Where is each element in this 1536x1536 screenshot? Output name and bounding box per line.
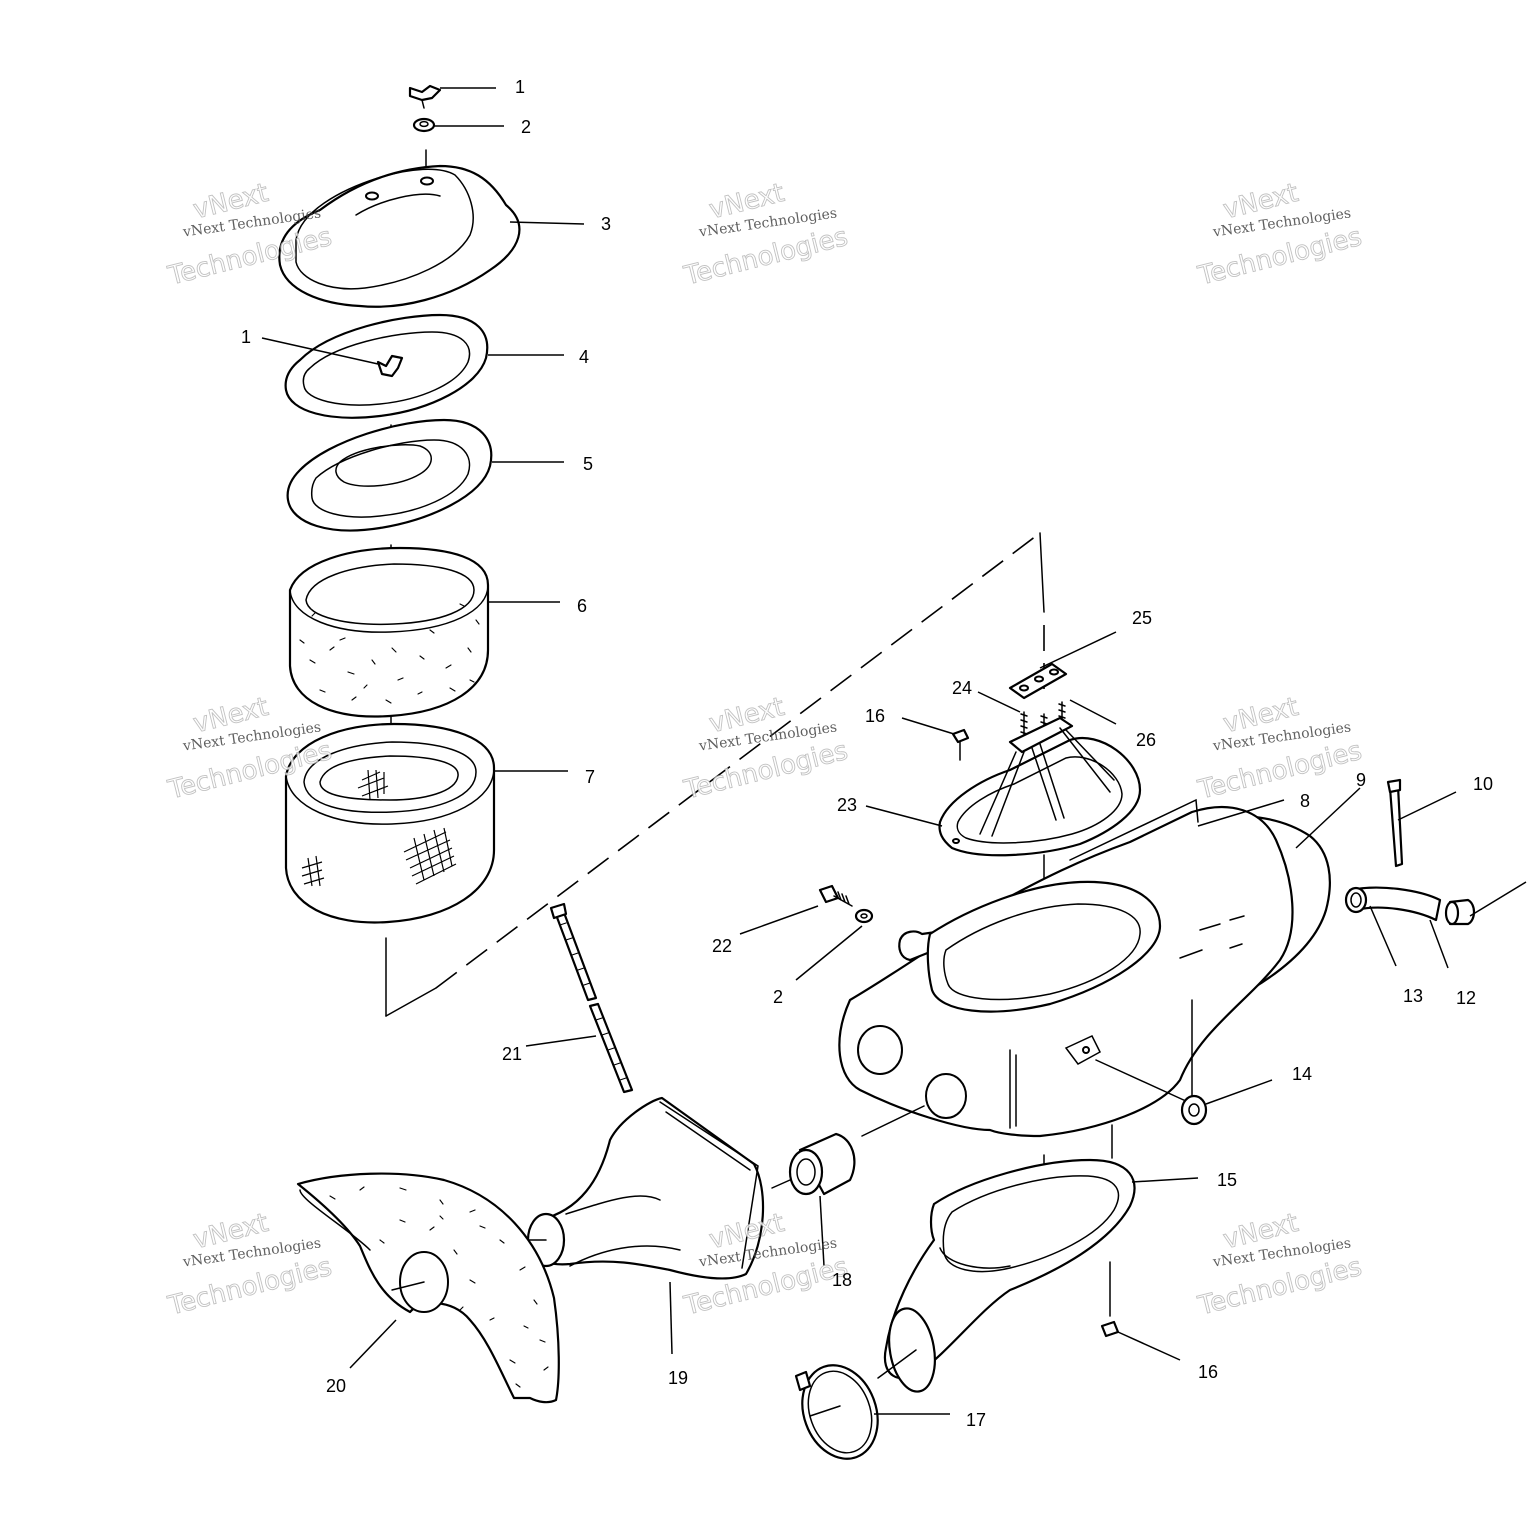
bracket-plate [1008, 662, 1068, 700]
bolt [818, 884, 853, 907]
callout-22: 22 [712, 936, 732, 956]
callout-23: 23 [837, 795, 857, 815]
callout-20: 20 [326, 1376, 346, 1396]
callout-18: 18 [832, 1270, 852, 1290]
callout-4: 4 [579, 347, 589, 367]
studs [1020, 701, 1066, 739]
strap-small [1386, 778, 1404, 868]
screw-upper [951, 728, 970, 761]
wing-nut-top [408, 84, 442, 109]
watermark: vNext Technologies vNext Technologies [1194, 692, 1365, 807]
callout-24: 24 [952, 678, 972, 698]
watermark: vNext Technologies vNext Technologies [1194, 1208, 1365, 1323]
deflector-foam-texture [329, 1186, 549, 1388]
air-box-top-grille [938, 716, 1142, 857]
callout-2-middle: 2 [773, 987, 783, 1007]
intake-coupler [771, 1105, 925, 1196]
callout-7: 7 [585, 767, 595, 787]
callout-25: 25 [1132, 608, 1152, 628]
hose-clamp [794, 1364, 879, 1460]
watermark: vNext Technologies vNext Technologies [680, 692, 851, 807]
callout-26: 26 [1136, 730, 1156, 750]
callout-1: 1 [515, 77, 525, 97]
lower-duct [877, 1158, 1136, 1393]
grommet [1180, 1094, 1208, 1126]
air-filter-element [284, 722, 496, 924]
callout-6: 6 [577, 596, 587, 616]
hose-plug [1444, 898, 1476, 926]
watermark: vNext Technologies vNext Technologies [680, 178, 851, 293]
leader-lines [261, 87, 1527, 1415]
callout-1-middle: 1 [241, 327, 251, 347]
callout-16-upper: 16 [865, 706, 885, 726]
callout-labels: 1 2 3 1 4 5 6 7 25 24 16 26 23 8 9 10 22… [241, 77, 1493, 1430]
callout-3: 3 [601, 214, 611, 234]
callout-5: 5 [583, 454, 593, 474]
screw-lower [1100, 1320, 1120, 1338]
air-box-body [838, 798, 1331, 1138]
strap-long [549, 902, 634, 1094]
washer-top [412, 117, 436, 133]
callout-17: 17 [966, 1410, 986, 1430]
filter-mesh [301, 769, 457, 887]
wing-nut-middle [376, 354, 404, 378]
callout-12: 12 [1456, 988, 1476, 1008]
callout-14: 14 [1292, 1064, 1312, 1084]
callout-10: 10 [1473, 774, 1493, 794]
callout-8: 8 [1300, 791, 1310, 811]
callout-19: 19 [668, 1368, 688, 1388]
callout-16-lower: 16 [1198, 1362, 1218, 1382]
watermark: vNext Technologies vNext Technologies [164, 1208, 335, 1323]
callout-9: 9 [1356, 770, 1366, 790]
washer-middle [854, 908, 874, 924]
callout-13: 13 [1403, 986, 1423, 1006]
callout-21: 21 [502, 1044, 522, 1064]
foam-pre-filter [288, 546, 490, 718]
drain-hose [1344, 886, 1442, 922]
callout-15: 15 [1217, 1170, 1237, 1190]
foam-deflector [296, 1172, 560, 1404]
filter-cap [286, 418, 493, 532]
air-box-cover [278, 164, 521, 308]
callout-2: 2 [521, 117, 531, 137]
watermark: vNext Technologies vNext Technologies [1194, 178, 1365, 293]
foam-texture [299, 603, 480, 704]
